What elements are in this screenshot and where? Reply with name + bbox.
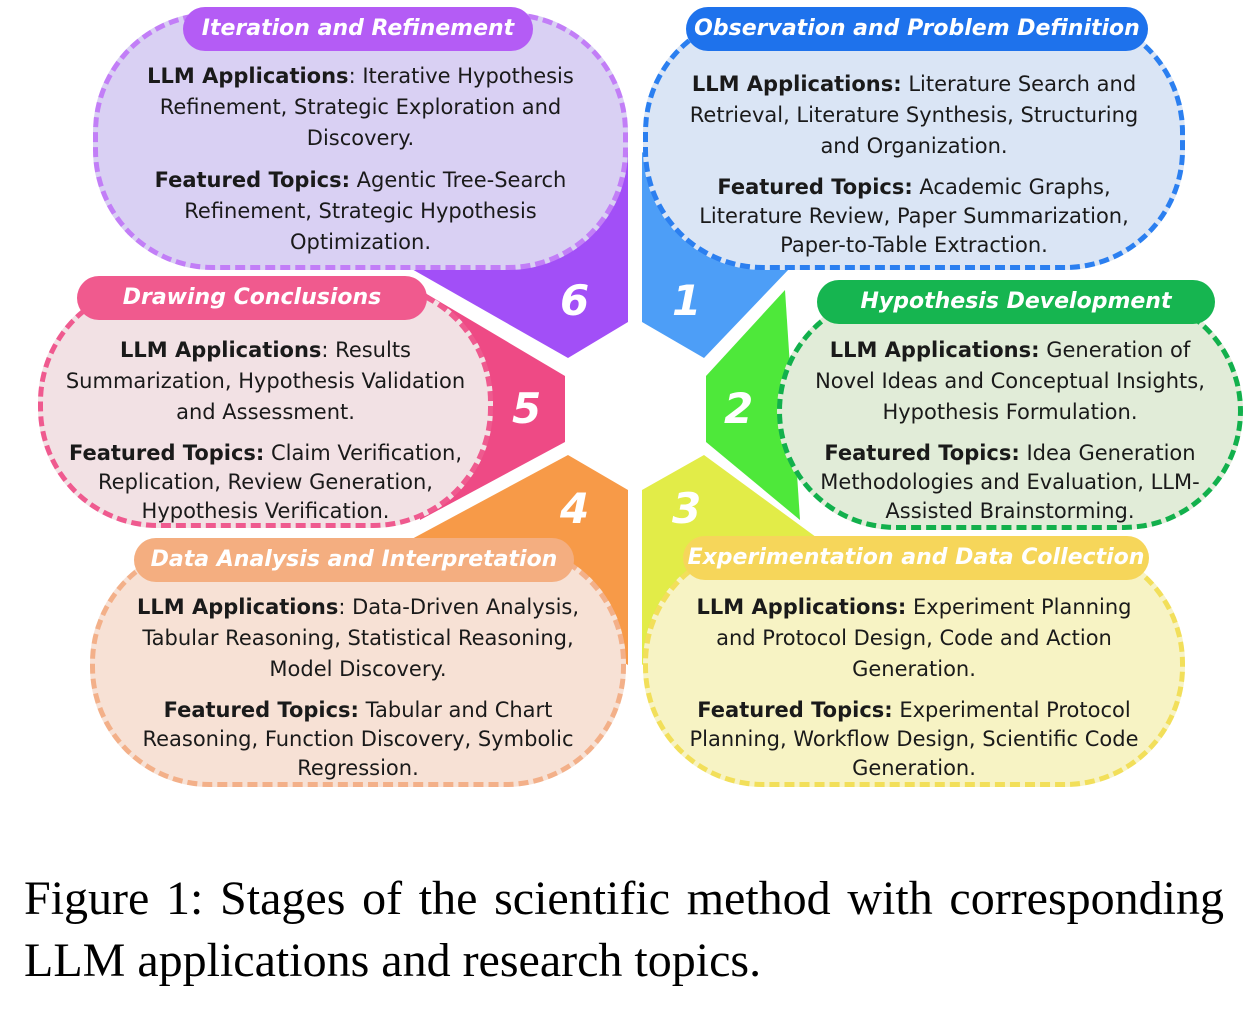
stage-6-panel: LLM Applications: Iterative Hypothesis R…: [93, 12, 628, 270]
stage-6-title: Iteration and Refinement: [183, 7, 533, 51]
stage-3-featured-topics: Featured Topics: Experimental Protocol P…: [684, 696, 1144, 783]
stage-2-number: 2: [724, 384, 754, 433]
topics-label: Featured Topics:: [154, 168, 350, 192]
topics-text: Experimental Protocol Planning, Workflow…: [689, 698, 1139, 780]
stage-6-number: 6: [560, 276, 590, 325]
llm-label: LLM Applications: [120, 338, 322, 362]
topics-text: Claim Verification, Replication, Review …: [98, 441, 463, 523]
stage-6-featured-topics: Featured Topics: Agentic Tree-Search Ref…: [138, 165, 583, 258]
stage-1-llm-applications: LLM Applications: Literature Search and …: [688, 69, 1140, 162]
topics-label: Featured Topics:: [824, 441, 1020, 465]
stage-2-llm-applications: LLM Applications: Generation of Novel Id…: [800, 335, 1220, 428]
stage-5-panel: LLM Applications: Results Summarization,…: [38, 282, 493, 528]
llm-text: : Iterative Hypothesis Refinement, Strat…: [159, 64, 574, 150]
stage-5-featured-topics: Featured Topics: Claim Verification, Rep…: [61, 439, 470, 526]
stage-4-featured-topics: Featured Topics: Tabular and Chart Reaso…: [125, 696, 591, 783]
llm-text: : Data-Driven Analysis, Tabular Reasonin…: [142, 595, 580, 681]
stage-5-title: Drawing Conclusions: [77, 276, 427, 320]
stage-5-number: 5: [512, 384, 542, 433]
topics-label: Featured Topics:: [717, 175, 913, 199]
topics-text: Idea Generation Methodologies and Evalua…: [820, 441, 1200, 523]
stage-5-llm-applications: LLM Applications: Results Summarization,…: [61, 335, 470, 428]
stage-4-llm-applications: LLM Applications: Data-Driven Analysis, …: [125, 592, 591, 685]
llm-label: LLM Applications:: [691, 72, 902, 96]
stage-4-title: Data Analysis and Interpretation: [134, 538, 574, 582]
stage-1-title: Observation and Problem Definition: [686, 7, 1148, 51]
scientific-method-diagram: LLM Applications: Iterative Hypothesis R…: [38, 7, 1243, 787]
llm-label: LLM Applications:: [829, 338, 1040, 362]
stage-3-llm-applications: LLM Applications: Experiment Planning an…: [684, 592, 1144, 685]
llm-text: Generation of Novel Ideas and Conceptual…: [815, 338, 1205, 424]
llm-label: LLM Applications: [147, 64, 349, 88]
stage-4-panel: LLM Applications: Data-Driven Analysis, …: [90, 543, 626, 787]
stage-2-panel: LLM Applications: Generation of Novel Id…: [777, 292, 1243, 530]
topics-label: Featured Topics:: [697, 698, 893, 722]
stage-2-title: Hypothesis Development: [817, 280, 1215, 324]
stage-6-llm-applications: LLM Applications: Iterative Hypothesis R…: [138, 61, 583, 154]
topics-text: Tabular and Chart Reasoning, Function Di…: [142, 698, 574, 780]
topics-text: Academic Graphs, Literature Review, Pape…: [699, 175, 1129, 257]
llm-text: : Results Summarization, Hypothesis Vali…: [65, 338, 466, 424]
wedge-2: [706, 290, 800, 520]
llm-text: Literature Search and Retrieval, Literat…: [689, 72, 1139, 158]
llm-text: Experiment Planning and Protocol Design,…: [716, 595, 1132, 681]
llm-label: LLM Applications: [136, 595, 339, 619]
topics-label: Featured Topics:: [163, 698, 359, 722]
topics-label: Featured Topics:: [68, 441, 265, 465]
stage-1-featured-topics: Featured Topics: Academic Graphs, Litera…: [688, 173, 1140, 260]
stage-3-number: 3: [672, 484, 702, 533]
topics-text: Agentic Tree-Search Refinement, Strategi…: [184, 168, 567, 254]
stage-3-panel: LLM Applications: Experiment Planning an…: [643, 543, 1185, 787]
stage-1-panel: LLM Applications: Literature Search and …: [643, 12, 1185, 270]
stage-2-featured-topics: Featured Topics: Idea Generation Methodo…: [800, 439, 1220, 526]
stage-4-number: 4: [560, 484, 590, 533]
stage-1-number: 1: [672, 276, 702, 325]
figure-caption: Figure 1: Stages of the scientific metho…: [24, 872, 1224, 987]
stage-3-title: Experimentation and Data Collection: [683, 536, 1149, 580]
llm-label: LLM Applications:: [696, 595, 907, 619]
